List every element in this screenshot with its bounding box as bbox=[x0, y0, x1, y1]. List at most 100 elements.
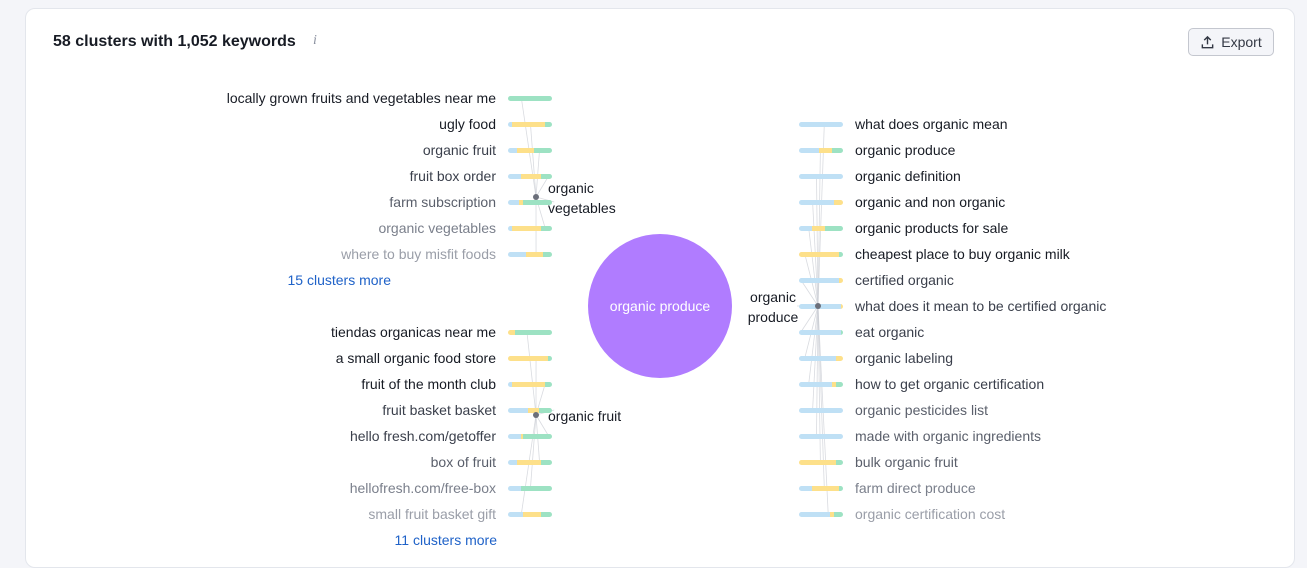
keyword-text: how to get organic certification bbox=[855, 376, 1044, 392]
keyword-text: tiendas organicas near me bbox=[331, 324, 496, 340]
keyword-row[interactable]: box of fruit bbox=[431, 449, 552, 475]
keyword-row[interactable]: made with organic ingredients bbox=[799, 423, 1041, 449]
keyword-row[interactable]: fruit box order bbox=[410, 163, 552, 189]
center-cluster-node[interactable]: organic produce bbox=[588, 234, 732, 378]
intent-segment bbox=[799, 148, 819, 153]
keyword-row[interactable]: certified organic bbox=[799, 267, 954, 293]
intent-segment bbox=[799, 122, 843, 127]
keyword-row[interactable]: farm direct produce bbox=[799, 475, 976, 501]
keyword-row[interactable]: locally grown fruits and vegetables near… bbox=[227, 85, 552, 111]
keyword-row[interactable]: organic produce bbox=[799, 137, 955, 163]
keyword-intent-bar bbox=[799, 356, 843, 361]
keyword-row[interactable]: fruit of the month club bbox=[361, 371, 552, 397]
keyword-intent-bar bbox=[508, 148, 552, 153]
keyword-text: organic vegetables bbox=[378, 220, 496, 236]
keyword-text: farm direct produce bbox=[855, 480, 976, 496]
cluster-node-dot[interactable] bbox=[533, 412, 539, 418]
keyword-row[interactable]: small fruit basket gift bbox=[368, 501, 552, 527]
more-clusters-link[interactable]: 11 clusters more bbox=[395, 532, 497, 548]
intent-segment bbox=[545, 122, 552, 127]
intent-segment bbox=[508, 330, 515, 335]
intent-segment bbox=[836, 382, 843, 387]
intent-segment bbox=[517, 148, 535, 153]
intent-segment bbox=[812, 486, 838, 491]
keyword-text: organic produce bbox=[855, 142, 955, 158]
keyword-row[interactable]: organic labeling bbox=[799, 345, 953, 371]
keyword-row[interactable]: a small organic food store bbox=[336, 345, 552, 371]
keyword-row[interactable]: hellofresh.com/free-box bbox=[350, 475, 552, 501]
keyword-intent-bar bbox=[799, 174, 843, 179]
keyword-intent-bar bbox=[799, 486, 843, 491]
keyword-intent-bar bbox=[799, 460, 843, 465]
keyword-intent-bar bbox=[508, 174, 552, 179]
keyword-text: locally grown fruits and vegetables near… bbox=[227, 90, 496, 106]
keyword-row[interactable]: organic fruit bbox=[423, 137, 552, 163]
intent-segment bbox=[543, 252, 552, 257]
intent-segment bbox=[799, 486, 812, 491]
keyword-intent-bar bbox=[508, 356, 552, 361]
cluster-label[interactable]: organic fruit bbox=[548, 406, 658, 426]
keyword-row[interactable]: organic definition bbox=[799, 163, 961, 189]
intent-segment bbox=[825, 226, 843, 231]
intent-segment bbox=[545, 382, 552, 387]
keyword-row[interactable]: organic certification cost bbox=[799, 501, 1005, 527]
keyword-intent-bar bbox=[508, 512, 552, 517]
keyword-intent-bar bbox=[508, 486, 552, 491]
keyword-row[interactable]: what does it mean to be certified organi… bbox=[799, 293, 1106, 319]
keyword-text: bulk organic fruit bbox=[855, 454, 958, 470]
keyword-text: organic definition bbox=[855, 168, 961, 184]
keyword-row[interactable]: tiendas organicas near me bbox=[331, 319, 552, 345]
intent-segment bbox=[541, 512, 552, 517]
intent-segment bbox=[799, 434, 843, 439]
cluster-node-dot[interactable] bbox=[533, 194, 539, 200]
keyword-text: organic pesticides list bbox=[855, 402, 988, 418]
keyword-text: fruit of the month club bbox=[361, 376, 496, 392]
keyword-intent-bar bbox=[799, 122, 843, 127]
intent-segment bbox=[521, 174, 541, 179]
intent-segment bbox=[841, 330, 843, 335]
more-clusters-link[interactable]: 15 clusters more bbox=[288, 272, 391, 288]
keyword-row[interactable]: eat organic bbox=[799, 319, 924, 345]
keyword-row[interactable]: organic vegetables bbox=[378, 215, 552, 241]
keyword-intent-bar bbox=[799, 512, 843, 517]
keyword-row[interactable]: organic products for sale bbox=[799, 215, 1008, 241]
keyword-text: farm subscription bbox=[389, 194, 496, 210]
intent-segment bbox=[799, 408, 843, 413]
intent-segment bbox=[799, 330, 841, 335]
intent-segment bbox=[819, 148, 832, 153]
keyword-text: what does it mean to be certified organi… bbox=[855, 298, 1106, 314]
keyword-text: what does organic mean bbox=[855, 116, 1008, 132]
keyword-text: a small organic food store bbox=[336, 350, 496, 366]
keyword-intent-bar bbox=[799, 278, 843, 283]
intent-segment bbox=[799, 226, 812, 231]
keyword-intent-bar bbox=[508, 252, 552, 257]
intent-segment bbox=[515, 330, 552, 335]
cluster-label[interactable]: organic vegetables bbox=[548, 178, 638, 218]
center-cluster-label: organic produce bbox=[610, 298, 710, 314]
keyword-row[interactable]: cheapest place to buy organic milk bbox=[799, 241, 1070, 267]
keyword-text: certified organic bbox=[855, 272, 954, 288]
keyword-row[interactable]: organic and non organic bbox=[799, 189, 1005, 215]
keyword-text: cheapest place to buy organic milk bbox=[855, 246, 1070, 262]
intent-segment bbox=[799, 382, 832, 387]
keyword-intent-bar bbox=[508, 434, 552, 439]
keyword-row[interactable]: bulk organic fruit bbox=[799, 449, 958, 475]
keyword-row[interactable]: organic pesticides list bbox=[799, 397, 988, 423]
intent-segment bbox=[799, 512, 830, 517]
intent-segment bbox=[512, 382, 545, 387]
cluster-node-dot[interactable] bbox=[815, 303, 821, 309]
keyword-row[interactable]: hello fresh.com/getoffer bbox=[350, 423, 552, 449]
keyword-row[interactable]: farm subscription bbox=[389, 189, 552, 215]
intent-segment bbox=[836, 460, 843, 465]
keyword-text: organic and non organic bbox=[855, 194, 1005, 210]
keyword-row[interactable]: where to buy misfit foods bbox=[341, 241, 552, 267]
keyword-row[interactable]: fruit basket basket bbox=[382, 397, 552, 423]
keyword-row[interactable]: ugly food bbox=[439, 111, 552, 137]
keyword-row[interactable]: how to get organic certification bbox=[799, 371, 1044, 397]
keyword-row[interactable]: what does organic mean bbox=[799, 111, 1008, 137]
cluster-label[interactable]: organic produce bbox=[740, 287, 806, 327]
intent-segment bbox=[832, 148, 843, 153]
intent-segment bbox=[523, 434, 552, 439]
keyword-intent-bar bbox=[799, 200, 843, 205]
keyword-intent-bar bbox=[799, 330, 843, 335]
